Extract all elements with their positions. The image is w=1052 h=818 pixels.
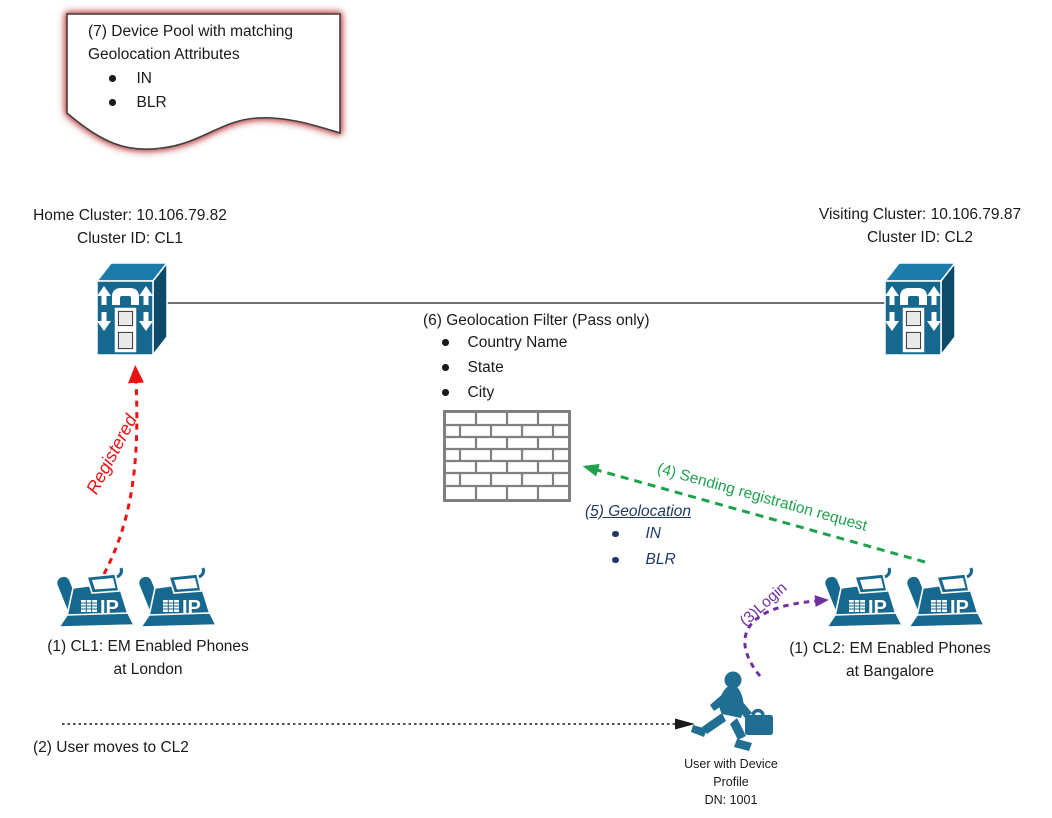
login-arrow-label: (3)Login bbox=[736, 579, 791, 630]
geo-bullet: BLR bbox=[585, 547, 691, 573]
ip-phone-icon bbox=[56, 567, 136, 633]
brick-wall-firewall-icon bbox=[443, 410, 571, 502]
user-moves-label: (2) User moves to CL2 bbox=[33, 739, 189, 756]
filter-bullet: City bbox=[423, 380, 650, 405]
registered-arrow-label: Registered bbox=[82, 411, 141, 498]
phones-right-label: (1) CL2: EM Enabled Phones at Bangalore bbox=[789, 640, 991, 681]
device-pool-note: (7) Device Pool with matching Geolocatio… bbox=[88, 20, 340, 115]
user-profile-name: User with Device Profile bbox=[684, 757, 778, 790]
wave-document-shape bbox=[66, 13, 341, 151]
ip-phone-icon bbox=[906, 567, 986, 633]
geolocation-5-block: (5) Geolocation IN BLR bbox=[585, 503, 691, 573]
home-cluster-label: Home Cluster: 10.106.79.82 Cluster ID: C… bbox=[33, 207, 227, 248]
geolocation-filter-block: (6) Geolocation Filter (Pass only) Count… bbox=[423, 312, 650, 405]
visiting-cluster-label: Visiting Cluster: 10.106.79.87 Cluster I… bbox=[818, 206, 1022, 247]
note-title: (7) Device Pool with matching Geolocatio… bbox=[88, 23, 294, 64]
bullet-dot bbox=[109, 99, 116, 106]
bullet-dot bbox=[442, 339, 449, 346]
geolocation-5-title: (5) Geolocation bbox=[585, 503, 691, 520]
cucm-cluster-icon-home bbox=[93, 259, 171, 359]
bullet-dot bbox=[612, 556, 619, 564]
note-bullet: IN bbox=[88, 67, 340, 91]
running-user-icon bbox=[688, 668, 784, 760]
filter-bullet: Country Name bbox=[423, 330, 650, 355]
phones-left-label: (1) CL1: EM Enabled Phones at London bbox=[47, 638, 249, 679]
ip-phone-icon bbox=[138, 567, 218, 633]
geo-bullet: IN bbox=[585, 521, 691, 547]
ip-phone-icon bbox=[824, 567, 904, 633]
bullet-dot bbox=[442, 389, 449, 396]
filter-title: (6) Geolocation Filter (Pass only) bbox=[423, 312, 650, 329]
user-dn: DN: 1001 bbox=[704, 793, 758, 808]
cucm-cluster-icon-visiting bbox=[881, 259, 959, 359]
filter-bullet: State bbox=[423, 355, 650, 380]
bullet-dot bbox=[612, 530, 619, 538]
bullet-dot bbox=[109, 75, 116, 82]
user-profile-label: User with Device Profile DN: 1001 bbox=[666, 755, 796, 809]
bullet-dot bbox=[442, 364, 449, 371]
note-bullet: BLR bbox=[88, 91, 340, 115]
